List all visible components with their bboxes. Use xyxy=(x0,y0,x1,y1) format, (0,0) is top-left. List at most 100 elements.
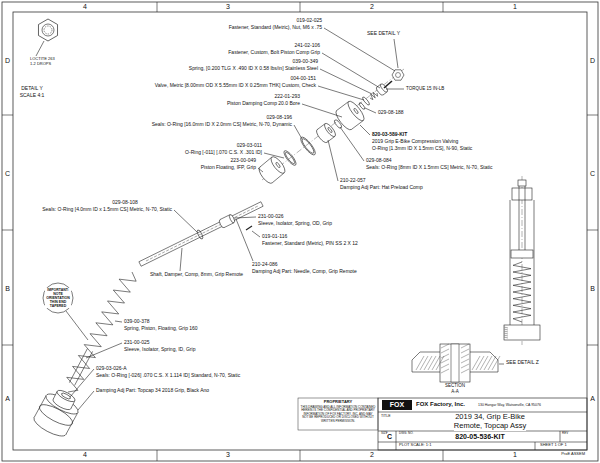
sleeve-id xyxy=(69,349,87,383)
thread-line xyxy=(504,337,508,338)
part-description: Sleeve, Isolator, Spring, ID, Grip xyxy=(124,347,195,353)
leader-line xyxy=(66,311,88,340)
zone-tick xyxy=(443,450,444,461)
note-circle xyxy=(43,283,73,313)
hatch-line xyxy=(436,356,444,370)
nut-outline xyxy=(38,19,57,41)
cylinder-end xyxy=(269,155,288,176)
zone-tick xyxy=(587,115,598,116)
shaft-edge xyxy=(525,186,526,250)
part-number: 241-02-106 xyxy=(294,43,320,49)
zone-tick xyxy=(157,450,158,461)
part-number: 019-01-116 xyxy=(262,234,287,240)
ifp xyxy=(511,250,533,258)
nut xyxy=(392,70,404,80)
field-value: C xyxy=(387,433,392,441)
hatch-line xyxy=(461,354,469,358)
cylinder-end xyxy=(56,388,77,404)
part-description: Seals: O-Ring [-026] .070 C.S. X 1.114 I… xyxy=(96,373,240,379)
zone-number: A xyxy=(590,395,595,403)
hatch-line xyxy=(432,356,440,370)
part-description: Sleeve, Isolator, Spring, OD, Grip xyxy=(258,221,332,227)
zone-number: 1 xyxy=(513,451,517,459)
part-description: Piston Floating, IFP, Grip xyxy=(201,165,256,171)
leader-line xyxy=(499,364,504,365)
cylinder-side xyxy=(260,157,272,167)
zone-number: 2 xyxy=(370,3,374,11)
assembled-view xyxy=(504,176,540,345)
hatch-line xyxy=(420,356,428,370)
hatch-line xyxy=(424,356,432,370)
o-ring-108 xyxy=(196,229,204,240)
zone-number: 3 xyxy=(226,451,230,459)
zone-number: 1 xyxy=(513,3,517,11)
zone-tick xyxy=(443,2,444,12)
leader-line xyxy=(386,89,404,90)
leader-line xyxy=(360,125,370,135)
leader-line xyxy=(365,108,376,113)
part-number: 231-00-026 xyxy=(258,214,284,220)
part-description: 2019 Grip E-Bike Compression Valving xyxy=(372,139,458,145)
topcap-stem xyxy=(52,388,77,412)
nut xyxy=(518,180,526,186)
check-valve xyxy=(362,96,371,106)
part-number: 222-01-293 xyxy=(274,94,300,100)
part-description: Valve, Metric [8.00mm OD X 5.55mm ID X 0… xyxy=(155,83,316,89)
proprietary-notice: THIS DRAWING AND ALL INFORMATION CONTAIN… xyxy=(300,406,376,423)
hat-preload xyxy=(315,122,338,144)
title-block-border xyxy=(378,398,587,450)
part-number: 210-22-057 xyxy=(340,178,366,184)
zone-number: 3 xyxy=(226,3,230,11)
needle xyxy=(146,206,258,261)
bolt-shank xyxy=(384,81,392,88)
part-number: 029-08-108 xyxy=(112,200,138,206)
thread-line xyxy=(504,331,508,332)
zone-number: 4 xyxy=(83,3,87,11)
zone-number: A xyxy=(5,395,10,403)
o-ring-011 xyxy=(282,149,298,167)
part-number: 019-02-025 xyxy=(296,18,322,24)
detail-label: DETAIL Y xyxy=(21,86,43,92)
leader-line xyxy=(322,53,380,88)
thread-line xyxy=(504,329,508,330)
zone-number: B xyxy=(5,285,10,293)
note: TORQUE 15 IN-LB xyxy=(406,86,444,91)
part-description: Seals: O-Ring [16.0mm ID X 2.0mm CS] Met… xyxy=(152,122,292,128)
part-number: 210-24-086 xyxy=(252,262,278,268)
cylinder-end xyxy=(323,122,338,138)
zone-number: D xyxy=(5,57,10,65)
field-value: PLOT SCALE: 1:1 xyxy=(399,443,431,448)
ifp-piston xyxy=(257,155,288,186)
field-caption: TITLE xyxy=(381,414,391,418)
hatch-line xyxy=(461,369,469,373)
part-description: Seals: O-Ring [4.0mm ID x 1.5mm CS] Metr… xyxy=(42,207,172,213)
part-number: 029-03-011 xyxy=(237,143,262,149)
zone-number: D xyxy=(590,57,595,65)
cylinder-end xyxy=(345,99,366,123)
note: LOCTITE 263 xyxy=(30,57,55,62)
part-description: Damping Adj Part: Needle, Comp, Grip Rem… xyxy=(252,269,357,275)
hatch-line xyxy=(441,349,449,353)
leader-line xyxy=(340,127,364,161)
leader-line xyxy=(78,391,94,410)
part-description: Spring, [0.200 TLG X .490 ID X 0.58 lbs/… xyxy=(189,66,318,72)
part-description: Damping Adj Part: Hat Preload Comp xyxy=(340,185,423,191)
part-number: 039-00-378 xyxy=(124,319,150,325)
o-ring-188 xyxy=(358,102,365,110)
o-ring-011-inner xyxy=(284,151,296,164)
part-number: 223-00-049 xyxy=(230,158,256,164)
cylinder-end xyxy=(43,390,80,417)
part-description: Shaft, Damper, Comp, 8mm, Grip Remote xyxy=(150,272,243,278)
hatch-line xyxy=(461,359,469,363)
part-description: Seals: O-Ring [8mm ID X 1.5mm CS] Metric… xyxy=(366,165,492,171)
detail-y xyxy=(36,19,58,56)
leader-line xyxy=(86,343,122,358)
part-number: 820-03-589-KIT xyxy=(372,132,407,138)
part-description: O-Ring [-011] [.070 C.S. X .301 ID] xyxy=(185,150,262,156)
leader-line xyxy=(252,231,260,237)
hatch-line xyxy=(441,369,449,373)
zone-tick xyxy=(300,450,301,461)
title-rule xyxy=(535,442,536,450)
